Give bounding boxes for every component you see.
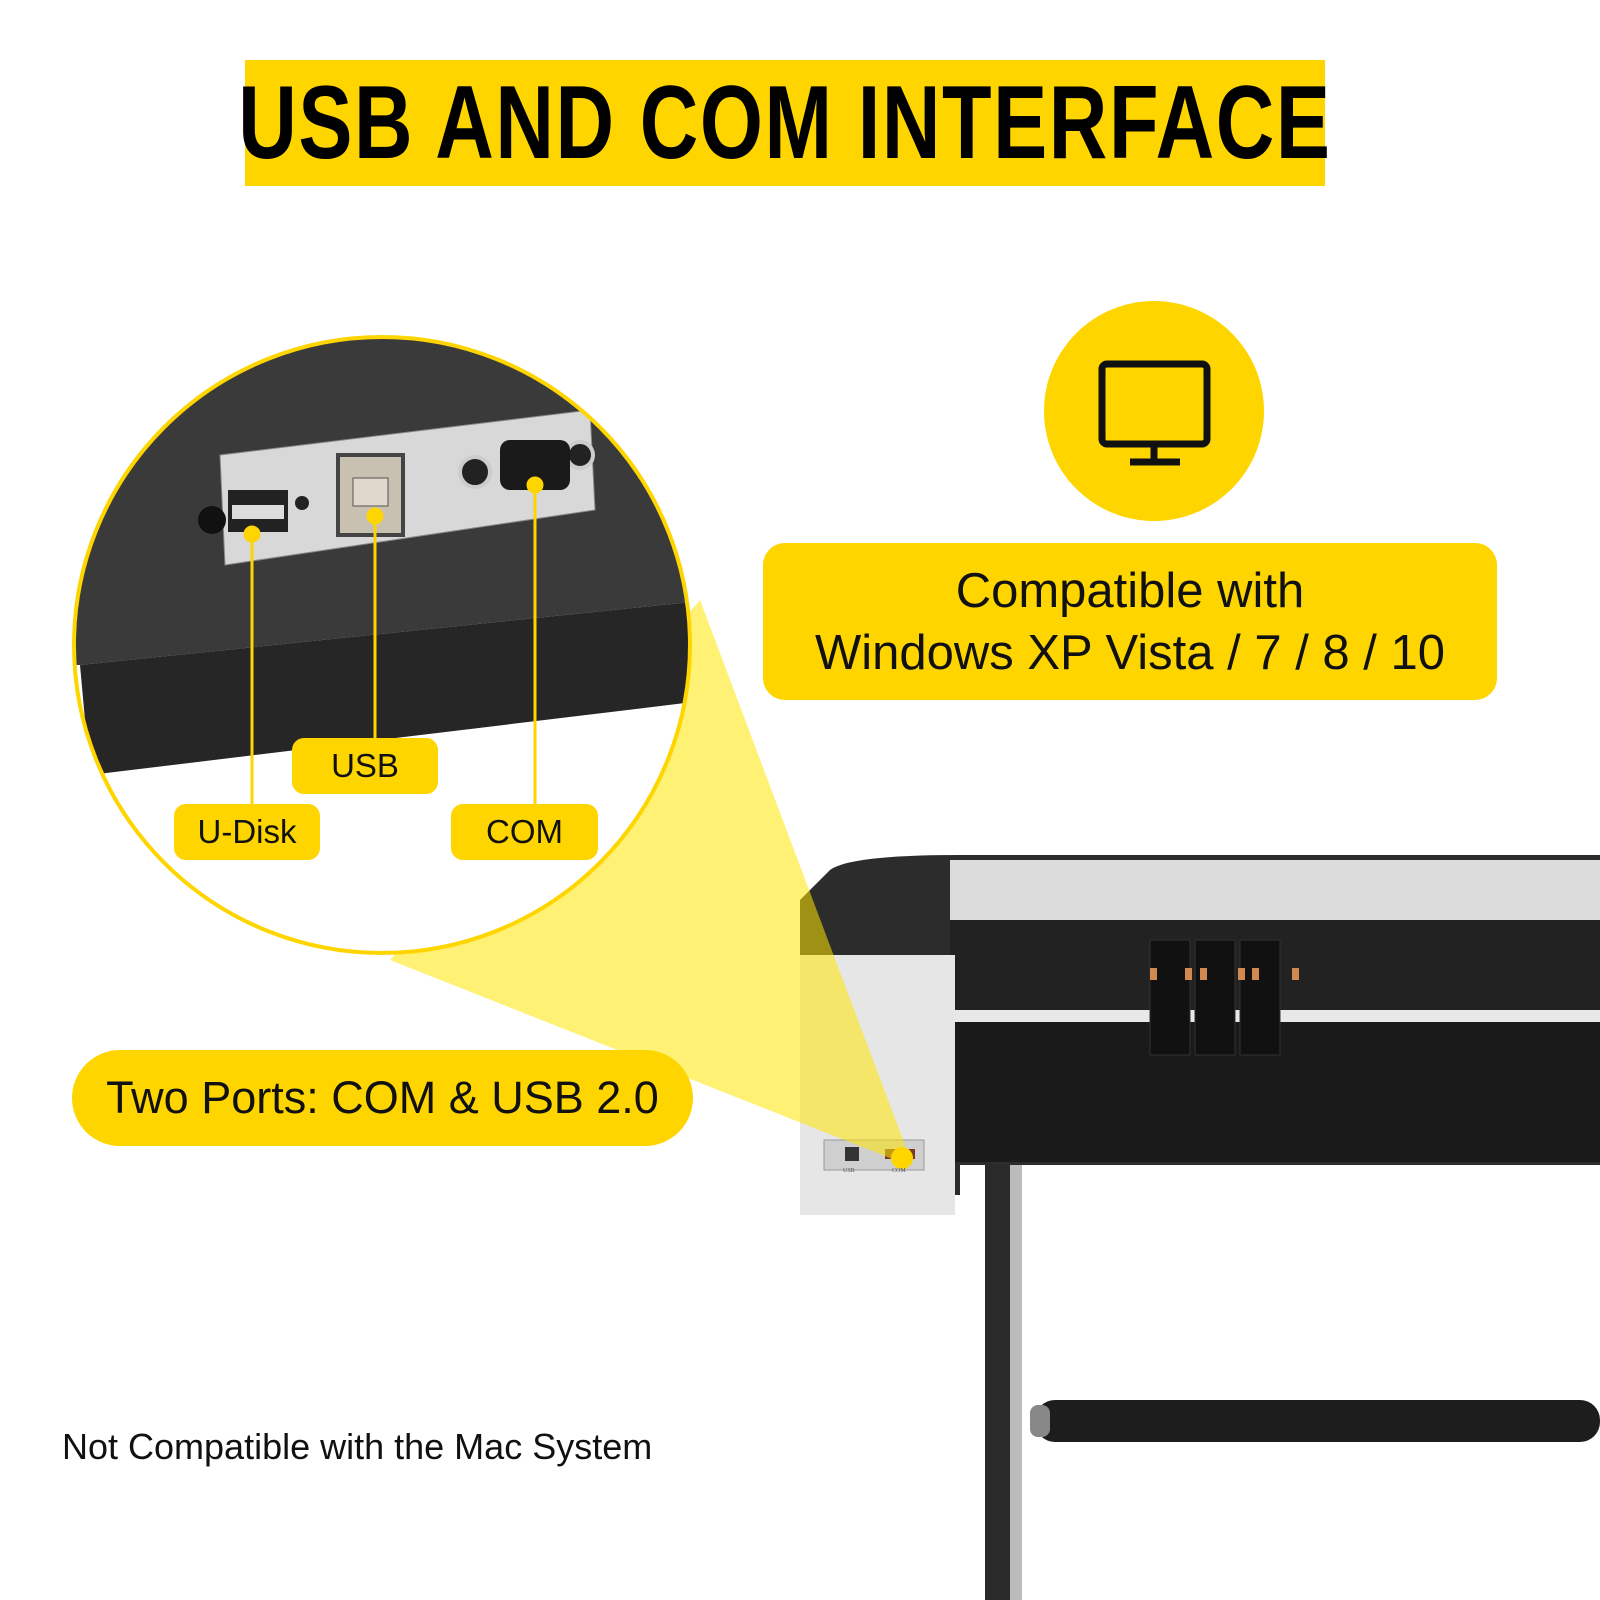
monitor-icon: [1098, 360, 1211, 466]
compat-line-1: Compatible with: [955, 563, 1305, 618]
compatibility-box: Compatible with Windows XP Vista / 7 / 8…: [763, 543, 1497, 700]
mac-compat-note: Not Compatible with the Mac System: [62, 1426, 653, 1467]
page-title: USB AND COM INTERFACE: [238, 64, 1332, 181]
monitor-badge: [1044, 301, 1264, 521]
panel-label-usb: USB: [843, 1168, 855, 1174]
ports-label: Two Ports: COM & USB 2.0: [72, 1050, 693, 1146]
title-banner: USB AND COM INTERFACE: [238, 60, 1330, 186]
panel-label-com: COM: [892, 1168, 906, 1174]
zoom-beam: [390, 600, 905, 1160]
vinyl-cutter-machine: [800, 855, 1600, 1600]
callout-usb: USB: [292, 738, 438, 794]
callout-com: COM: [451, 804, 598, 860]
callout-udisk: U-Disk: [174, 804, 320, 860]
compat-line-2: Windows XP Vista / 7 / 8 / 10: [814, 625, 1446, 680]
